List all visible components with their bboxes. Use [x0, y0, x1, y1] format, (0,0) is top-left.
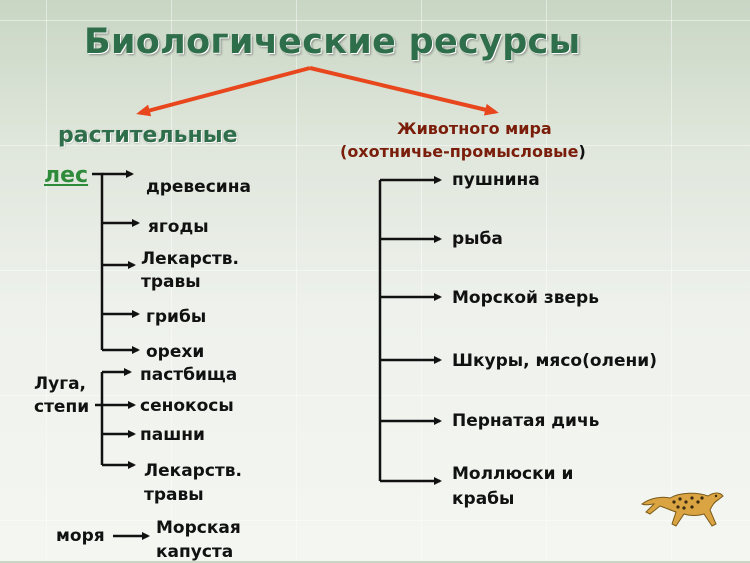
forest-item: Лекарств.: [141, 249, 239, 269]
arrow-to-plants: [136, 66, 311, 117]
cheetah-icon: [641, 492, 724, 527]
animal-item: Моллюски и: [452, 464, 574, 484]
forest-branch: [92, 170, 140, 354]
seas-label: моря: [56, 526, 105, 546]
animal-sublabel-text: охотничье-промысловые: [347, 142, 579, 161]
animal-item: Пернатая дичь: [452, 411, 600, 431]
arrow-to-animals: [309, 66, 499, 116]
meadows-item: Лекарств.: [144, 461, 242, 481]
animal-item: пушнина: [452, 170, 540, 190]
forest-item: орехи: [146, 342, 205, 362]
meadows-item: пастбища: [140, 365, 238, 385]
forest-item: грибы: [146, 307, 207, 327]
forest-item: травы: [141, 272, 201, 292]
seas-item: Морская: [156, 518, 241, 538]
animal-resources-label: Животного мира: [397, 119, 552, 138]
plant-resources-label: растительные: [58, 123, 238, 148]
forest-label: лес: [44, 163, 89, 188]
paren-close: ): [578, 142, 586, 161]
forest-item: ягоды: [148, 217, 209, 237]
animal-item: Морской зверь: [452, 288, 599, 308]
forest-item: древесина: [146, 177, 251, 197]
meadows-branch: [95, 368, 136, 469]
meadows-label: Луга,: [34, 374, 87, 394]
split-arrows: [136, 66, 499, 117]
animal-branch: [378, 176, 442, 485]
paren-open: (: [340, 142, 348, 161]
page-title: Биологические ресурсы: [84, 22, 581, 62]
meadows-label: степи: [34, 397, 90, 417]
meadows-item: сенокосы: [140, 396, 234, 416]
animal-resources-sublabel: (охотничье-промысловые): [340, 141, 586, 163]
animal-item: Шкуры, мясо(олени): [452, 351, 657, 371]
animal-item: рыба: [452, 229, 503, 249]
meadows-item: пашни: [140, 425, 205, 445]
meadows-item: травы: [144, 485, 204, 505]
animal-item: крабы: [452, 489, 515, 509]
seas-item: капуста: [156, 542, 234, 562]
